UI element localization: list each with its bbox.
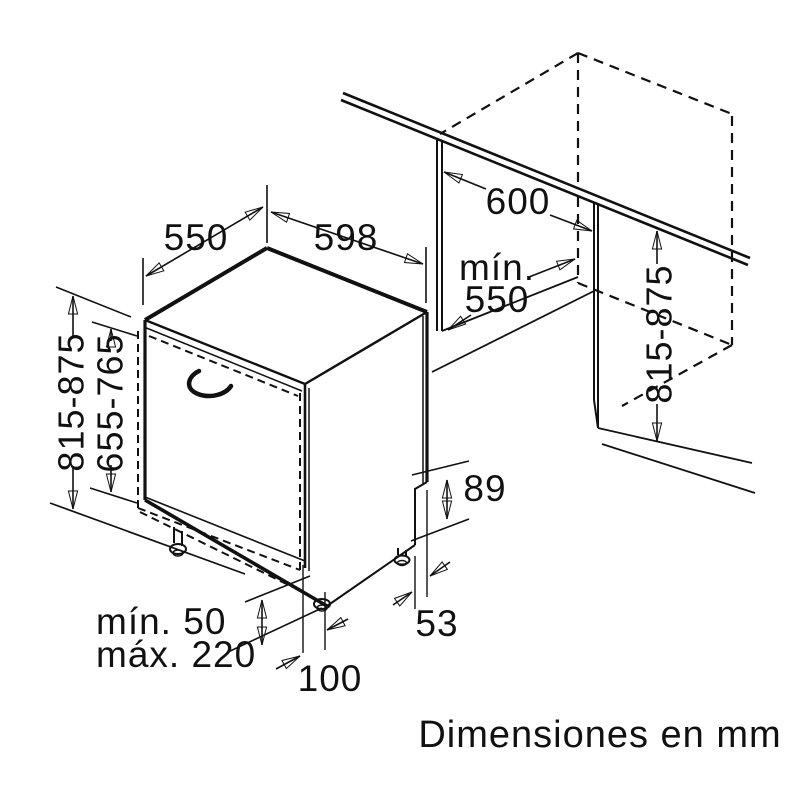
adjustable-foot-front-left (169, 527, 187, 557)
dim-appliance-height: 815-875 (51, 286, 132, 510)
caption-dimensions-in-mm: Dimensiones en mm (418, 714, 781, 756)
dim-front-gap-100-label: 100 (298, 658, 363, 699)
dim-front-gap-100: 100 (275, 565, 363, 699)
niche-dashed-outline (439, 51, 734, 407)
side-panel-notch (414, 481, 428, 545)
dim-foot-min-label: mín. 50 (96, 601, 226, 642)
dim-door-panel-height: 655-765 (90, 321, 138, 504)
dim-niche-height: 815-875 (639, 230, 680, 442)
cabinet-panel-right (593, 203, 756, 494)
dim-depth-550-label: 550 (164, 217, 229, 258)
dim-niche-depth-min-550: mín. 550 (447, 247, 576, 331)
dim-niche-depth-label-2: 550 (465, 279, 530, 320)
dim-depth-550: 550 (142, 185, 268, 305)
dim-base-height-89-label: 89 (463, 468, 506, 509)
dim-foot-max-label: máx. 220 (96, 634, 256, 675)
dim-niche-width-600: 600 (443, 171, 593, 232)
floor-line-right (597, 427, 753, 464)
appliance-door (137, 320, 310, 571)
dim-niche-width-600-label: 600 (486, 181, 551, 222)
countertop (340, 91, 751, 267)
floor-line-left (49, 502, 246, 575)
dim-niche-height-label: 815-875 (639, 264, 680, 403)
dim-width-598: 598 (270, 211, 427, 303)
dim-rear-gap-53-label: 53 (415, 603, 458, 644)
dim-foot-range: mín. 50 máx. 220 (96, 575, 323, 675)
dim-base-height-89: 89 (410, 460, 506, 542)
dim-rear-gap-53: 53 (392, 490, 458, 644)
adjustable-foot-rear (393, 548, 411, 567)
appliance-body (137, 246, 429, 612)
dim-niche-depth-label-1: mín. (459, 247, 535, 288)
adjustable-foot-front-right (313, 598, 331, 612)
door-handle (186, 368, 234, 399)
dimensions: 550 598 600 mín. 550 815-875 (51, 171, 680, 699)
floor-line-right-2 (601, 443, 756, 494)
dim-appliance-height-label: 815-875 (51, 332, 92, 471)
dim-width-598-label: 598 (314, 217, 379, 258)
dim-door-panel-height-label: 655-765 (90, 333, 131, 472)
